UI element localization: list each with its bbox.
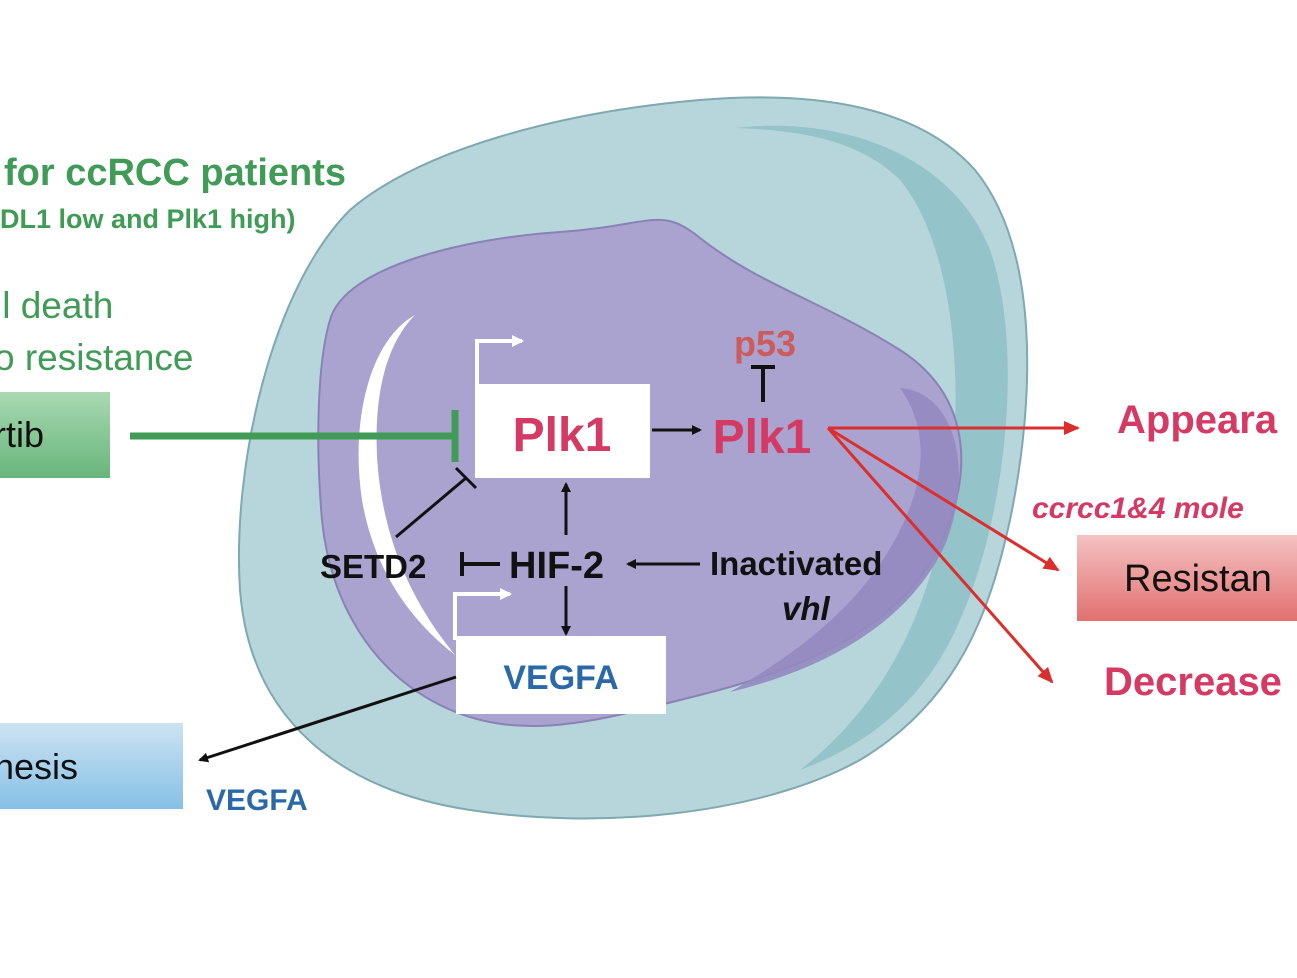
setd2-label: SETD2: [320, 548, 426, 585]
angiogenesis-label: nesis: [0, 746, 78, 787]
vegfa-secreted-label: VEGFA: [206, 784, 308, 817]
vegfa-gene-label: VEGFA: [503, 659, 618, 697]
outcome-arrow-resistance: [827, 426, 1060, 572]
note-cell-death: ll death: [0, 285, 113, 326]
outcome-subtype: ccrcc1&4 mole: [1032, 492, 1244, 525]
vegfa-promoter-arrow: [453, 588, 512, 640]
plk1-active-label: Plk1: [713, 411, 812, 464]
outcome-resistance: Resistan: [1124, 558, 1272, 600]
plk1-promoter-arrow: [475, 335, 524, 386]
hif2-label: HIF-2: [509, 545, 604, 587]
heading-title: for ccRCC patients: [4, 152, 346, 194]
cell-shading: [735, 125, 1008, 770]
heading-subtitle: DL1 low and Plk1 high): [0, 204, 296, 234]
vhl-label: vhl: [782, 590, 831, 627]
outcome-arrow-decrease: [826, 427, 1054, 684]
plk1-gene-label: Plk1: [513, 409, 612, 462]
inactivated-label: Inactivated: [710, 545, 882, 582]
outcome-decrease: Decrease: [1104, 660, 1282, 704]
angiogenesis-box: [0, 723, 183, 809]
nucleus-highlight: [358, 315, 455, 655]
setd2-plk1-inhibition-bar: [454, 466, 478, 490]
nucleus-shading: [730, 388, 959, 692]
setd2-plk1-inhibition: [395, 476, 467, 539]
resistance-box: [1077, 535, 1297, 621]
vegfa-secretion-arrow: [198, 675, 457, 763]
outcome-appearance: Appeara: [1117, 398, 1278, 442]
vegfa-gene-box: [456, 636, 666, 714]
drug-box: [0, 392, 110, 478]
p53-label: p53: [734, 323, 796, 364]
drug-box-label: rtib: [0, 414, 44, 455]
plk1-gene-box: [475, 384, 650, 478]
note-resistance: o resistance: [0, 337, 194, 378]
